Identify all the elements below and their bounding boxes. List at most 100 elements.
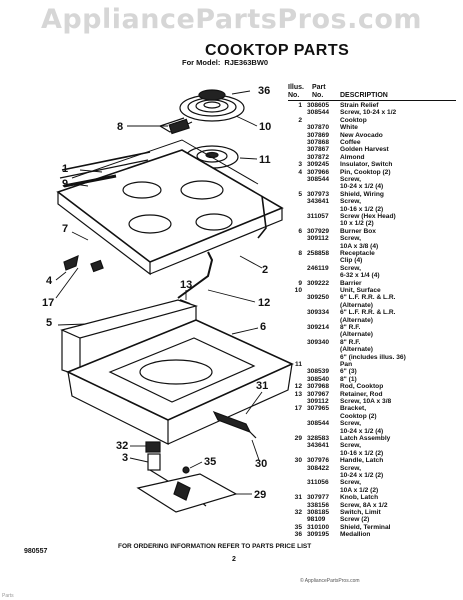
row-part-no: 307929 [307, 227, 330, 235]
row-description: Unit, Surface [340, 287, 381, 294]
row-part-no: 307967 [307, 390, 330, 398]
callout-32: 32 [116, 440, 128, 452]
row-part-no: 309112 [307, 398, 329, 405]
callout-1: 1 [62, 163, 68, 175]
row-description: (Alternate) [340, 346, 373, 354]
callout-4: 4 [46, 275, 53, 287]
row-illus-no: 6 [298, 227, 302, 235]
callout-29: 29 [254, 489, 266, 501]
burner-box-6 [66, 319, 294, 445]
latch-assembly-29 [212, 410, 257, 439]
row-description: New Avocado [340, 131, 383, 139]
callout-5: 5 [46, 317, 52, 329]
callout-13: 13 [180, 279, 192, 291]
row-description: 10A x 3/8 (4) [340, 242, 379, 250]
row-part-no: 307965 [307, 405, 330, 413]
row-illus-no: 8 [298, 250, 302, 257]
row-part-no: 309245 [307, 161, 330, 169]
row-description: Screw, [340, 264, 362, 272]
callout-labels: 36 8 10 11 1 9 7 2 4 17 13 12 5 6 31 32 … [42, 85, 271, 501]
row-description: Screw, [340, 198, 362, 206]
row-description: 6" L.F. R.R. & L.R. [340, 309, 396, 317]
row-part-no: 307872 [307, 153, 330, 161]
row-description: Screw, 10A x 3/8 [340, 398, 392, 405]
header-illus-line2: No. [288, 92, 300, 99]
callout-7: 7 [62, 223, 68, 235]
row-part-no: 307869 [307, 131, 330, 139]
row-part-no: 338156 [307, 501, 330, 509]
row-part-no: 307973 [307, 190, 330, 198]
row-description: Screw, [340, 479, 362, 487]
row-illus-no: 1 [298, 102, 302, 109]
corner-label: Parts [2, 593, 14, 599]
callout-36: 36 [258, 85, 270, 97]
watermark-text: AppliancePartsPros.com [40, 4, 423, 35]
row-description: 10-16 x 1/2 (2) [340, 449, 384, 457]
row-part-no: 258858 [307, 250, 330, 257]
row-illus-no: 17 [294, 405, 302, 413]
callout-35: 35 [204, 456, 216, 468]
row-part-no: 309195 [307, 531, 330, 539]
row-description: 10-24 x 1/2 (2) [340, 472, 384, 479]
row-illus-no: 5 [298, 190, 302, 198]
row-part-no: 307868 [307, 139, 330, 146]
callout-2: 2 [262, 264, 268, 276]
row-part-no: 308544 [307, 109, 330, 117]
row-description: Screw, [340, 420, 362, 428]
row-part-no: 343641 [307, 442, 330, 450]
model-line: For Model:RJE363BW0 [182, 58, 272, 67]
row-description: Screw (2) [340, 516, 370, 524]
row-description: 8" R.F. [340, 338, 361, 346]
row-part-no: 98109 [307, 516, 326, 524]
row-illus-no: 13 [294, 390, 302, 398]
row-description: Screw, 8A x 1/2 [340, 501, 388, 509]
row-illus-no: 35 [294, 523, 302, 531]
receptacle-8 [168, 118, 190, 135]
row-illus-no: 30 [294, 457, 302, 465]
row-description: Barrier [340, 279, 362, 287]
row-part-no: 308422 [307, 464, 330, 472]
row-part-no: 308544 [307, 176, 330, 183]
leader-lines [55, 90, 263, 495]
page-number: 2 [232, 556, 236, 563]
model-number: RJE363BW0 [224, 58, 269, 67]
row-part-no: 246119 [307, 264, 329, 272]
cooktop-2 [56, 139, 284, 276]
callout-30: 30 [255, 458, 267, 470]
header-part-line2: No. [312, 92, 324, 99]
table-header-rule [288, 100, 456, 101]
row-description: 10-16 x 1/2 (2) [340, 205, 384, 213]
row-description: Coffee [340, 139, 361, 146]
row-description: Bracket, [340, 405, 367, 413]
row-description: 10-24 x 1/2 (4) [340, 427, 384, 435]
row-description: Cooktop (2) [340, 412, 377, 420]
row-illus-no: 4 [298, 168, 302, 176]
row-illus-no: 11 [295, 361, 302, 368]
row-description: 6" L.F. R.R. & L.R. [340, 294, 396, 302]
row-illus-no: 29 [294, 435, 302, 442]
row-description: Switch, Limit [340, 509, 381, 516]
header-part: Part No. [312, 84, 326, 100]
row-illus-no: 2 [298, 116, 302, 124]
row-description: Retainer, Rod [340, 390, 383, 398]
callout-9: 9 [62, 178, 68, 190]
row-part-no: 307870 [307, 124, 330, 132]
row-description: Burner Box [340, 227, 376, 235]
copyright-text: © AppliancePartsPros.com [300, 578, 360, 584]
header-description: DESCRIPTION [340, 92, 388, 99]
row-description: Strain Relief [340, 102, 379, 109]
page-title: COOKTOP PARTS [205, 42, 350, 59]
row-part-no: 307976 [307, 457, 330, 465]
row-description: Screw, [340, 442, 362, 450]
barrier-9 [59, 151, 151, 188]
row-description: 10-24 x 1/2 (4) [340, 183, 384, 191]
row-part-no: 308539 [307, 368, 330, 376]
row-part-no: 307977 [307, 494, 330, 502]
model-prefix: For Model: [182, 58, 221, 67]
header-illus: Illus. No. [288, 84, 304, 100]
bracket-17 [63, 254, 104, 273]
row-description: 8" R.F. [340, 324, 361, 331]
header-part-line1: Part [312, 84, 326, 91]
row-part-no: 307966 [307, 168, 330, 176]
